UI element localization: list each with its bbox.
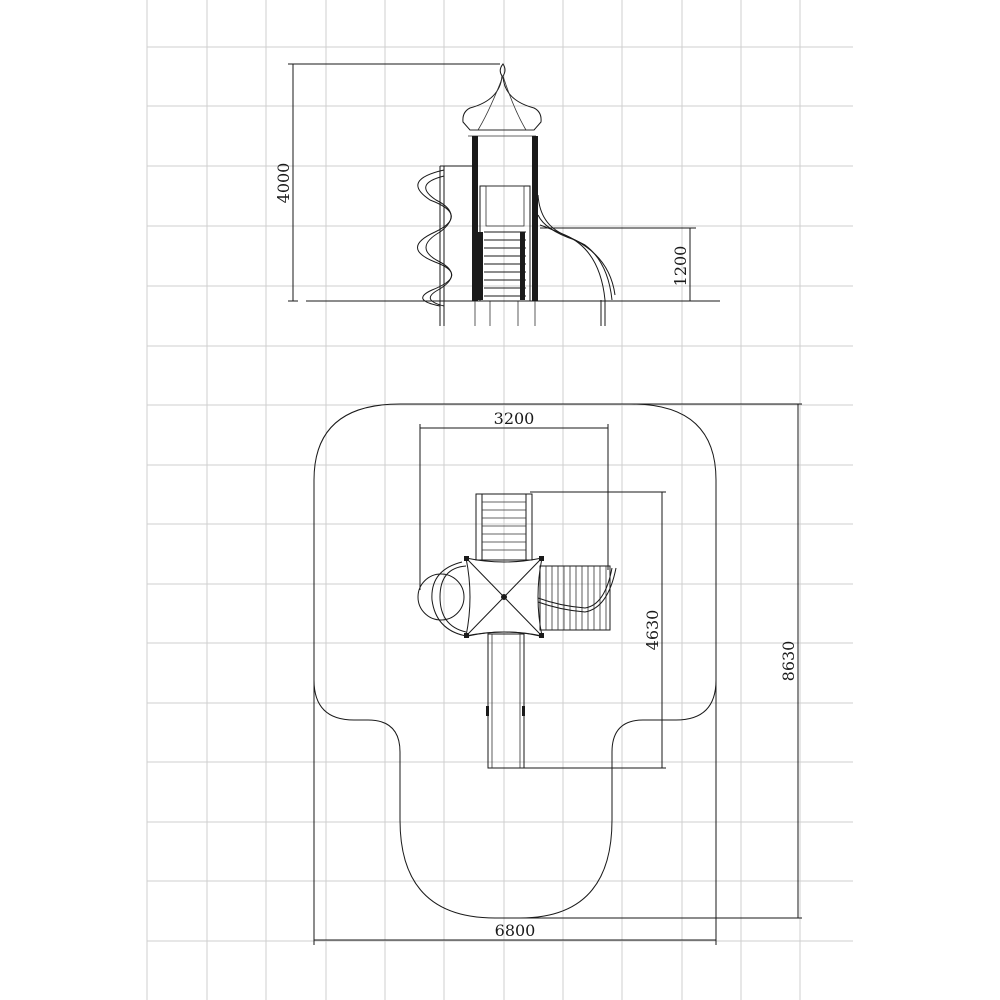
zone-width-label: 6800: [495, 921, 536, 940]
lower-walkway-plan: [486, 633, 525, 769]
width-label: 3200: [494, 409, 535, 428]
width-dimension: 3200: [419, 409, 609, 590]
safety-zone-outline: [313, 403, 717, 919]
slide-elevation: [537, 194, 616, 326]
tower-roof: [462, 63, 542, 137]
slide-height-dimension: 1200: [540, 227, 696, 301]
ladder-plan: [475, 493, 533, 561]
plan-view: 3200 4630 8630 6800: [313, 403, 802, 945]
depth-label: 4630: [643, 610, 662, 651]
elevation-view: 4000 1200: [274, 63, 720, 326]
background-grid: [146, 0, 853, 1000]
tower-platform-plan: [464, 556, 544, 638]
slide-height-label: 1200: [671, 246, 690, 287]
tower-posts: [472, 136, 538, 326]
height-label: 4000: [274, 163, 293, 204]
zone-depth-label: 8630: [779, 641, 798, 682]
depth-dimension: 4630: [522, 491, 666, 769]
height-dimension: 4000: [274, 63, 500, 302]
spiral-climber-plan: [417, 561, 467, 637]
spiral-climber: [417, 165, 472, 326]
zone-depth-dimension: 8630: [520, 403, 802, 919]
zone-width-dimension: 6800: [313, 680, 717, 945]
ladder-elevation: [478, 185, 531, 302]
slide-plan: [537, 565, 617, 631]
